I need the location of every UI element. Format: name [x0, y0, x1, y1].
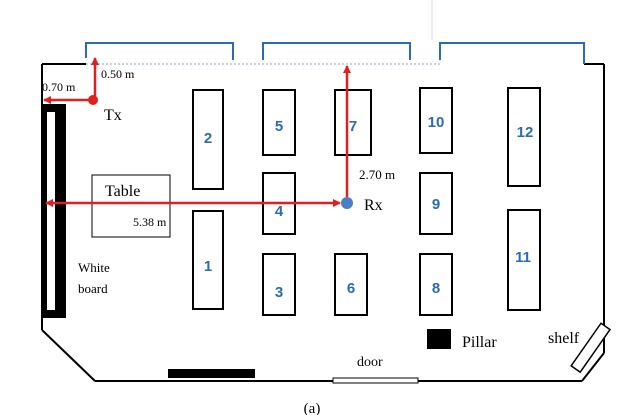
- whiteboard-label-line1: White: [78, 260, 110, 275]
- desk-1: [192, 210, 224, 310]
- desk-number-11: 11: [515, 249, 531, 266]
- desk-10: [419, 87, 453, 154]
- desk-8: [419, 253, 453, 316]
- desk-number-12: 12: [517, 124, 534, 141]
- rx-label: Rx: [364, 197, 383, 214]
- desk-number-1: 1: [204, 258, 212, 275]
- desk-number-8: 8: [432, 280, 440, 297]
- desk-number-5: 5: [275, 118, 283, 135]
- table-label: Table: [105, 183, 140, 200]
- rx-to-wall-x-label: 5.38 m: [133, 215, 167, 229]
- tx-point: [88, 95, 98, 105]
- desk-number-10: 10: [428, 114, 445, 131]
- shelf-label: shelf: [548, 330, 580, 347]
- tx-label: Tx: [104, 107, 122, 124]
- figure-caption: (a): [304, 401, 321, 415]
- door: [332, 377, 419, 384]
- desk-number-2: 2: [204, 130, 212, 147]
- desk-number-6: 6: [347, 280, 355, 297]
- desk-number-9: 9: [432, 196, 440, 213]
- tx-to-wall-x-label: 0.70 m: [42, 80, 76, 94]
- shelf: [570, 322, 612, 374]
- window-2: [262, 42, 411, 60]
- desk-11: [507, 209, 541, 311]
- pillar-label: Pillar: [462, 334, 497, 351]
- desk-number-7: 7: [349, 118, 357, 135]
- rx-to-wall-y-label: 2.70 m: [359, 167, 395, 182]
- desk-2: [192, 89, 224, 190]
- desk-12: [507, 87, 541, 187]
- desk-7: [334, 89, 372, 156]
- pillar: [427, 329, 451, 349]
- tx-to-wall-y-label: 0.50 m: [101, 67, 135, 81]
- window-3: [439, 42, 585, 64]
- rx-point: [341, 197, 353, 209]
- desk-6: [334, 253, 368, 316]
- window-1: [85, 42, 234, 60]
- whiteboard: [42, 104, 66, 318]
- door-label: door: [357, 355, 383, 370]
- windows: [85, 42, 585, 65]
- desk-3: [262, 253, 296, 316]
- desk-number-3: 3: [275, 284, 283, 301]
- bottom-wall-bar: [168, 369, 255, 378]
- desk-numbers: 1 2 3 4 5 6 7 8 9 10 11 12: [204, 114, 534, 301]
- desk-5: [262, 89, 296, 156]
- room-walls: [41, 63, 605, 382]
- desk-number-4: 4: [275, 203, 284, 220]
- whiteboard-label-line2: board: [78, 281, 108, 296]
- desk-9: [419, 172, 453, 235]
